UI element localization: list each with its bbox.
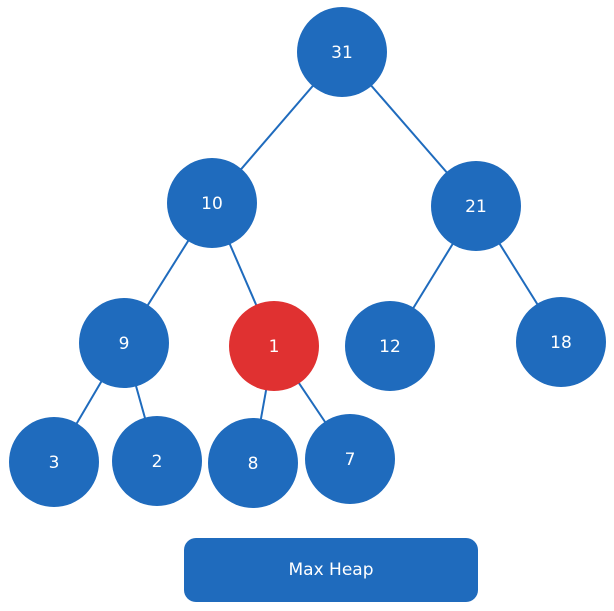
node-label: 3 <box>49 453 60 473</box>
node-label: 31 <box>331 43 353 63</box>
max-heap-label: Max Heap <box>184 538 478 602</box>
node-label: 12 <box>379 337 401 357</box>
node-circle <box>431 161 521 251</box>
tree-node-3: 3 <box>9 417 99 507</box>
tree-node-21: 21 <box>431 161 521 251</box>
tree-edges <box>53 51 562 464</box>
tree-node-7: 7 <box>305 414 395 504</box>
tree-node-8: 8 <box>208 418 298 508</box>
node-circle <box>79 298 169 388</box>
node-circle <box>9 417 99 507</box>
tree-node-12: 12 <box>345 301 435 391</box>
node-circle <box>345 301 435 391</box>
node-label: 8 <box>248 454 259 474</box>
node-circle <box>208 418 298 508</box>
node-circle <box>305 414 395 504</box>
highlighted-node-circle <box>229 301 319 391</box>
node-label: 21 <box>465 197 487 217</box>
tree-node-10: 10 <box>167 158 257 248</box>
node-circle <box>167 158 257 248</box>
node-label: 10 <box>201 194 223 214</box>
node-label: 1 <box>269 337 280 357</box>
node-label: 7 <box>345 450 356 470</box>
node-circle <box>516 297 606 387</box>
node-label: 18 <box>550 333 572 353</box>
tree-node-2: 2 <box>112 416 202 506</box>
tree-nodes: 31 10 21 9 1 12 18 3 2 8 7 <box>9 7 606 508</box>
node-circle <box>297 7 387 97</box>
node-circle <box>112 416 202 506</box>
tree-node-18: 18 <box>516 297 606 387</box>
tree-node-9: 9 <box>79 298 169 388</box>
node-label: 9 <box>119 334 130 354</box>
node-label: 2 <box>152 452 163 472</box>
tree-node-1: 1 <box>229 301 319 391</box>
tree-node-31: 31 <box>297 7 387 97</box>
